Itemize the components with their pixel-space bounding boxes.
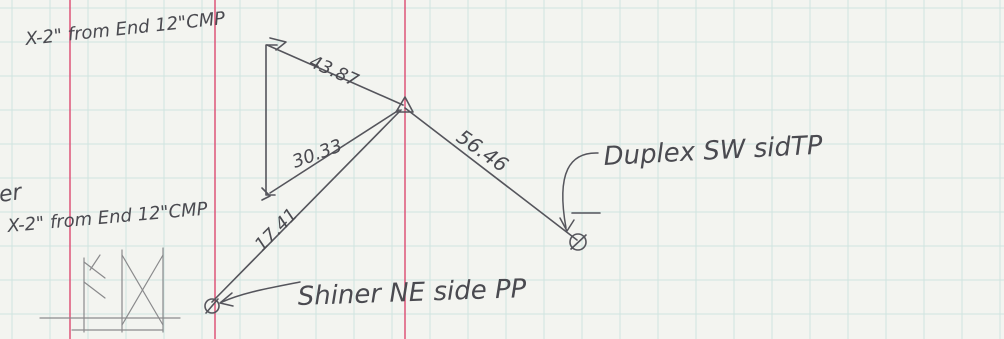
apex-point (395, 96, 414, 113)
cmp-label-bottom: X-2" from End 12"CMP (6, 199, 209, 238)
survey-lines (211, 37, 578, 303)
shiner-point (204, 298, 220, 314)
shiner-arrow (221, 281, 301, 303)
cmp-label-top: X-2" from End 12"CMP (23, 8, 226, 50)
margin-fragment: er (0, 180, 25, 208)
distance-30-33: 30.33 (290, 135, 346, 172)
line-43-87 (266, 44, 404, 106)
pencil-sketch (39, 247, 181, 333)
line-17-41 (211, 109, 402, 303)
duplex-arrow (562, 152, 599, 229)
line-30-33 (269, 109, 400, 194)
survey-points (204, 96, 601, 314)
leader-arrows (219, 152, 599, 307)
duplex-label: Duplex SW sidTP (603, 131, 824, 172)
margin-rules (69, 0, 406, 339)
cmp-bracket (265, 44, 278, 196)
duplex-point (569, 233, 587, 251)
line-56-46 (404, 107, 578, 241)
